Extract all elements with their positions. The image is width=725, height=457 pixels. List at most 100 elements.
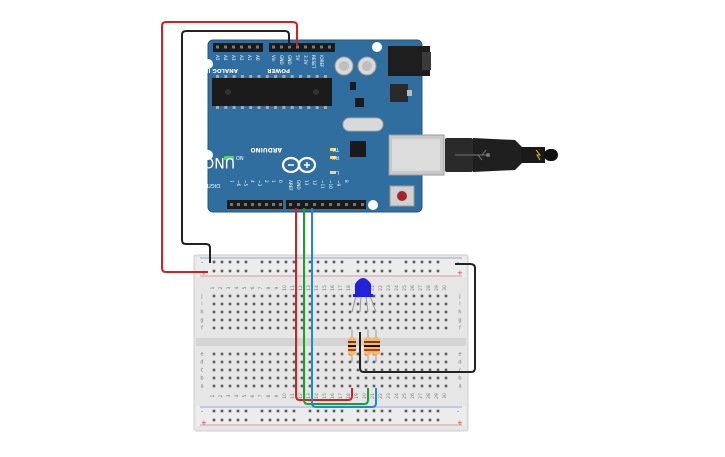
terminal-hole[interactable] bbox=[404, 384, 408, 388]
terminal-hole[interactable] bbox=[228, 302, 232, 306]
rail-hole[interactable] bbox=[212, 260, 216, 264]
rail-hole[interactable] bbox=[228, 260, 232, 264]
terminal-hole[interactable] bbox=[420, 318, 424, 322]
rail-hole[interactable] bbox=[436, 269, 440, 273]
rail-hole[interactable] bbox=[268, 409, 272, 413]
terminal-hole[interactable] bbox=[316, 318, 320, 322]
rail-hole[interactable] bbox=[428, 418, 432, 422]
terminal-hole[interactable] bbox=[412, 352, 416, 356]
terminal-hole[interactable] bbox=[228, 368, 232, 372]
rail-hole[interactable] bbox=[404, 409, 408, 413]
terminal-hole[interactable] bbox=[412, 376, 416, 380]
terminal-hole[interactable] bbox=[260, 318, 264, 322]
terminal-hole[interactable] bbox=[444, 368, 448, 372]
rail-hole[interactable] bbox=[404, 269, 408, 273]
terminal-hole[interactable] bbox=[372, 310, 376, 314]
terminal-hole[interactable] bbox=[308, 368, 312, 372]
terminal-hole[interactable] bbox=[340, 384, 344, 388]
terminal-hole[interactable] bbox=[324, 302, 328, 306]
terminal-hole[interactable] bbox=[428, 368, 432, 372]
terminal-hole[interactable] bbox=[284, 352, 288, 356]
terminal-hole[interactable] bbox=[364, 326, 368, 330]
terminal-hole[interactable] bbox=[252, 384, 256, 388]
terminal-hole[interactable] bbox=[308, 310, 312, 314]
rail-hole[interactable] bbox=[220, 269, 224, 273]
terminal-hole[interactable] bbox=[324, 368, 328, 372]
terminal-hole[interactable] bbox=[284, 326, 288, 330]
terminal-hole[interactable] bbox=[308, 360, 312, 364]
rail-hole[interactable] bbox=[388, 260, 392, 264]
terminal-hole[interactable] bbox=[436, 326, 440, 330]
terminal-hole[interactable] bbox=[316, 384, 320, 388]
terminal-hole[interactable] bbox=[420, 384, 424, 388]
rail-hole[interactable] bbox=[332, 260, 336, 264]
terminal-hole[interactable] bbox=[428, 310, 432, 314]
rail-hole[interactable] bbox=[364, 260, 368, 264]
terminal-hole[interactable] bbox=[252, 310, 256, 314]
terminal-hole[interactable] bbox=[252, 318, 256, 322]
terminal-hole[interactable] bbox=[228, 360, 232, 364]
rail-hole[interactable] bbox=[236, 269, 240, 273]
terminal-hole[interactable] bbox=[316, 352, 320, 356]
rail-hole[interactable] bbox=[380, 260, 384, 264]
wire-pin-red[interactable] bbox=[295, 208, 353, 401]
terminal-hole[interactable] bbox=[444, 376, 448, 380]
terminal-hole[interactable] bbox=[252, 360, 256, 364]
terminal-hole[interactable] bbox=[300, 302, 304, 306]
terminal-hole[interactable] bbox=[316, 326, 320, 330]
terminal-hole[interactable] bbox=[444, 318, 448, 322]
terminal-hole[interactable] bbox=[324, 360, 328, 364]
rgb-led[interactable] bbox=[351, 278, 377, 313]
header-pin[interactable] bbox=[345, 203, 348, 206]
terminal-hole[interactable] bbox=[372, 294, 376, 298]
rail-hole[interactable] bbox=[236, 409, 240, 413]
terminal-hole[interactable] bbox=[388, 360, 392, 364]
rail-hole[interactable] bbox=[412, 260, 416, 264]
terminal-hole[interactable] bbox=[228, 318, 232, 322]
header-pin[interactable] bbox=[305, 203, 308, 206]
terminal-hole[interactable] bbox=[364, 376, 368, 380]
terminal-hole[interactable] bbox=[404, 326, 408, 330]
header-pin[interactable] bbox=[216, 45, 219, 49]
rail-hole[interactable] bbox=[284, 260, 288, 264]
terminal-hole[interactable] bbox=[260, 384, 264, 388]
terminal-hole[interactable] bbox=[268, 302, 272, 306]
terminal-hole[interactable] bbox=[308, 326, 312, 330]
terminal-hole[interactable] bbox=[388, 294, 392, 298]
rail-hole[interactable] bbox=[436, 260, 440, 264]
terminal-hole[interactable] bbox=[276, 318, 280, 322]
terminal-hole[interactable] bbox=[388, 376, 392, 380]
terminal-hole[interactable] bbox=[300, 318, 304, 322]
terminal-hole[interactable] bbox=[404, 310, 408, 314]
terminal-hole[interactable] bbox=[236, 294, 240, 298]
terminal-hole[interactable] bbox=[236, 368, 240, 372]
terminal-hole[interactable] bbox=[388, 368, 392, 372]
terminal-hole[interactable] bbox=[308, 318, 312, 322]
usb-cable[interactable] bbox=[445, 138, 558, 172]
rail-hole[interactable] bbox=[284, 269, 288, 273]
rail-hole[interactable] bbox=[340, 269, 344, 273]
terminal-hole[interactable] bbox=[252, 352, 256, 356]
rail-hole[interactable] bbox=[268, 260, 272, 264]
terminal-hole[interactable] bbox=[356, 318, 360, 322]
terminal-hole[interactable] bbox=[348, 302, 352, 306]
terminal-hole[interactable] bbox=[396, 294, 400, 298]
terminal-hole[interactable] bbox=[380, 352, 384, 356]
terminal-hole[interactable] bbox=[212, 302, 216, 306]
header-pin[interactable] bbox=[320, 45, 323, 49]
terminal-hole[interactable] bbox=[396, 326, 400, 330]
terminal-hole[interactable] bbox=[348, 326, 352, 330]
terminal-hole[interactable] bbox=[380, 318, 384, 322]
rail-hole[interactable] bbox=[436, 409, 440, 413]
header-pin[interactable] bbox=[232, 45, 235, 49]
header-pin[interactable] bbox=[329, 203, 332, 206]
terminal-hole[interactable] bbox=[372, 368, 376, 372]
terminal-hole[interactable] bbox=[428, 360, 432, 364]
terminal-hole[interactable] bbox=[276, 368, 280, 372]
terminal-hole[interactable] bbox=[212, 310, 216, 314]
terminal-hole[interactable] bbox=[276, 310, 280, 314]
terminal-hole[interactable] bbox=[428, 302, 432, 306]
rail-hole[interactable] bbox=[420, 260, 424, 264]
terminal-hole[interactable] bbox=[292, 352, 296, 356]
